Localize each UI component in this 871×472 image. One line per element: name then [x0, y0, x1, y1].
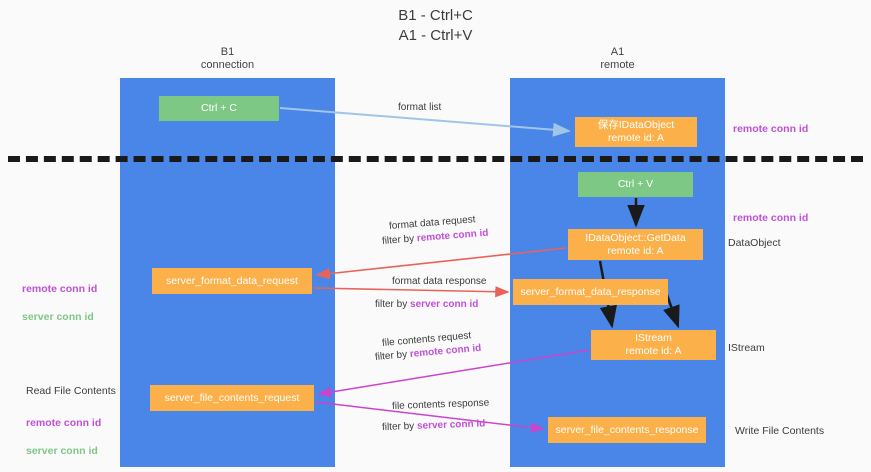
filter-key-server-conn-id: server conn id: [410, 299, 479, 310]
edge-label-format-list: format list: [398, 102, 442, 113]
annotation-remote-conn-id: remote conn id: [22, 283, 98, 295]
annotation-left-conn-ids-file: remote conn id server conn id: [26, 402, 101, 472]
lane-header-a1: A1 remote: [600, 46, 635, 71]
node-ctrl-c[interactable]: Ctrl + C: [159, 96, 279, 121]
edge-label-format-data-response-filter: filter by server conn id: [375, 298, 478, 311]
filter-key-remote-conn-id: remote conn id: [416, 227, 489, 245]
node-server-format-data-request[interactable]: server_format_data_request: [152, 268, 312, 294]
filter-prefix: filter by: [381, 420, 418, 433]
edge-label-file-contents-response-filter: filter by server conn id: [382, 417, 486, 434]
annotation-server-conn-id: server conn id: [26, 445, 98, 457]
node-server-file-contents-response[interactable]: server_file_contents_response: [548, 417, 706, 443]
node-server-file-contents-request[interactable]: server_file_contents_request: [150, 385, 314, 411]
annotation-remote-conn-id: remote conn id: [26, 417, 102, 429]
filter-key-server-conn-id: server conn id: [416, 418, 486, 432]
node-istream[interactable]: IStream remote id: A: [591, 330, 716, 360]
node-idataobject[interactable]: 保存IDataObject remote id: A: [575, 117, 697, 147]
annotation-read-file-contents: Read File Contents: [26, 385, 116, 397]
annotation-remote-conn-id-mid: remote conn id: [733, 212, 809, 224]
node-server-format-data-response[interactable]: server_format_data_response: [513, 279, 668, 305]
node-idataobject-getdata[interactable]: IDataObject::GetData remote id: A: [568, 229, 703, 260]
filter-prefix: filter by: [381, 233, 418, 247]
filter-prefix: filter by: [375, 299, 411, 310]
annotation-write-file-contents: Write File Contents: [735, 425, 825, 437]
node-ctrl-v[interactable]: Ctrl + V: [578, 172, 693, 197]
edge-label-file-contents-response: file contents response: [391, 397, 490, 412]
page-title: B1 - Ctrl+C A1 - Ctrl+V: [398, 7, 473, 44]
annotation-istream: IStream: [728, 342, 765, 354]
filter-prefix: filter by: [374, 348, 411, 363]
annotation-remote-conn-id-top: remote conn id: [733, 123, 809, 135]
annotation-server-conn-id: server conn id: [22, 311, 94, 323]
edge-label-format-data-response: format data response: [392, 276, 487, 287]
phase-divider: [8, 156, 863, 162]
arrow-format-data-response: [313, 286, 510, 298]
lane-header-b1: B1 connection: [200, 46, 255, 71]
annotation-dataobject: DataObject: [728, 237, 781, 249]
annotation-left-conn-ids-format: remote conn id server conn id: [22, 268, 97, 338]
